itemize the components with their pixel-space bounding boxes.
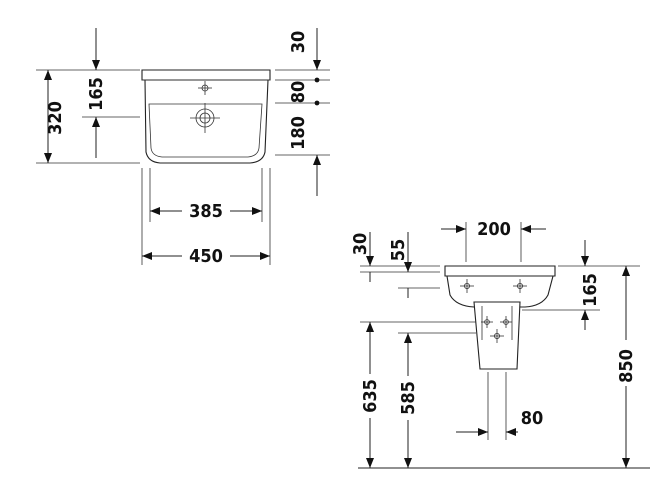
dim-165-front: 165 — [86, 28, 107, 158]
dim-635-label: 635 — [360, 379, 381, 413]
dim-450: 450 — [142, 246, 270, 267]
dim-585: 585 — [398, 333, 419, 468]
dim-635: 635 — [360, 322, 381, 468]
basin-side-outline — [444, 265, 556, 308]
waste-connection-icon — [481, 306, 513, 343]
front-view: 320 165 30 80 180 385 — [36, 28, 330, 267]
dim-450-label: 450 — [189, 246, 223, 267]
dim-320-label: 320 — [45, 101, 66, 135]
dim-200-label: 200 — [477, 219, 511, 240]
dim-165-side-label: 165 — [580, 273, 601, 307]
side-view: 200 30 55 165 — [350, 219, 650, 469]
dim-385-label: 385 — [189, 201, 223, 222]
dim-80-side-label: 80 — [521, 408, 544, 429]
dim-30-label: 30 — [288, 31, 309, 54]
dim-165-side: 165 — [580, 240, 601, 330]
basin-front-outline — [141, 69, 271, 164]
dim-180-label: 180 — [288, 116, 309, 150]
tap-hole-icon — [198, 81, 212, 95]
dim-385: 385 — [150, 201, 262, 222]
dim-850: 850 — [616, 266, 637, 468]
dim-30-side: 30 — [350, 232, 374, 282]
drain-icon — [190, 103, 220, 133]
bracket-hole-left-icon — [460, 279, 474, 293]
dim-55-side-label: 55 — [388, 239, 409, 262]
dim-55-side: 55 — [388, 232, 412, 298]
dim-320: 320 — [44, 70, 66, 163]
dim-30-side-label: 30 — [350, 233, 371, 256]
dim-80-label: 80 — [288, 81, 309, 104]
bracket-hole-right-icon — [513, 279, 527, 293]
dim-200: 200 — [441, 219, 546, 240]
dim-165-front-label: 165 — [86, 77, 107, 111]
dim-585-label: 585 — [398, 381, 419, 415]
dim-stack-right: 30 80 180 — [288, 28, 321, 196]
dim-80-side: 80 — [456, 408, 543, 436]
dim-850-label: 850 — [616, 349, 637, 383]
